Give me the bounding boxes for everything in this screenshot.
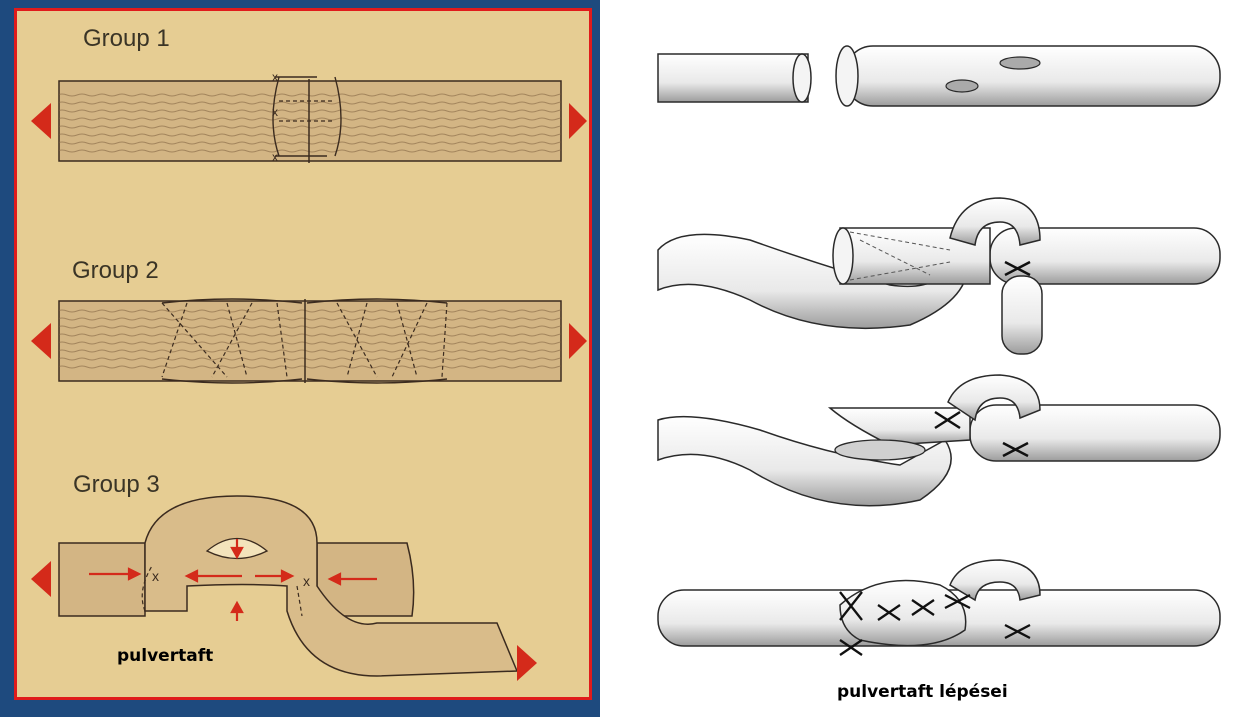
arrow-right-icon — [517, 645, 537, 681]
svg-text:x: x — [272, 70, 278, 84]
step-2 — [658, 198, 1220, 354]
arrow-left-icon — [31, 103, 51, 139]
step-4 — [658, 560, 1220, 655]
svg-text:x: x — [152, 568, 159, 584]
arrow-right-icon — [569, 323, 587, 359]
svg-text:x: x — [272, 150, 278, 164]
tendon-repair-illustration: x x x x — [17, 11, 592, 700]
left-panel: Group 1 Group 2 Group 3 x x x — [14, 8, 592, 700]
arrow-left-icon — [31, 323, 51, 359]
svg-text:x: x — [272, 105, 278, 119]
left-caption: pulvertaft — [117, 646, 213, 666]
left-panel-frame: Group 1 Group 2 Group 3 x x x — [0, 0, 600, 717]
arrow-right-icon — [569, 103, 587, 139]
step-3 — [658, 375, 1220, 506]
svg-text:x: x — [303, 573, 310, 589]
step-1 — [658, 46, 1220, 106]
right-caption: pulvertaft lépései — [837, 682, 1008, 702]
pulvertaft-steps-illustration — [600, 0, 1255, 717]
group1-tendon: x x x — [59, 70, 561, 164]
arrow-left-icon — [31, 561, 51, 597]
group2-tendon — [59, 299, 561, 383]
